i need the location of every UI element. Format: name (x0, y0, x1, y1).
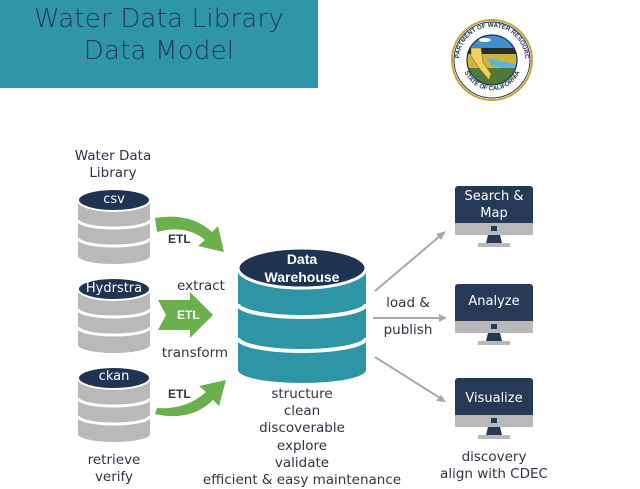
monitor-label-line2: Map (480, 206, 508, 221)
monitor-analyze: Analyze (454, 283, 534, 347)
etl-arrow-bottom (155, 380, 226, 417)
db-ckan (76, 366, 152, 442)
load-label-line1: load & (386, 295, 430, 311)
warehouse-note-validate: validate (274, 455, 330, 471)
warehouse-note-explore: explore (276, 438, 328, 454)
warehouse-note-clean: clean (283, 403, 321, 419)
sources-note-retrieve: retrieve (87, 452, 141, 468)
load-label-line2: publish (383, 322, 433, 338)
warehouse-note-maintenance: efficient & easy maintenance (202, 472, 402, 488)
db-label-hydrstra: Hydrstra (85, 281, 143, 296)
sources-heading: Water Data Library (74, 148, 152, 181)
etl-label-middle: ETL (177, 308, 200, 322)
etl-arrow-middle (158, 292, 213, 338)
monitor-visualize: Visualize (454, 377, 534, 441)
monitor-search-map: Search & Map (454, 185, 534, 249)
warehouse-note-discoverable: discoverable (259, 420, 345, 436)
connector-arrowhead-search (436, 231, 446, 240)
etl-arrow-top (155, 216, 224, 252)
monitor-icon (455, 284, 533, 345)
etl-transform-label: transform (161, 345, 229, 361)
db-csv (76, 188, 152, 264)
monitor-icon (455, 378, 533, 439)
connector-to-search (374, 235, 441, 292)
data-warehouse-db (236, 246, 368, 383)
monitor-label-line1: Analyze (468, 294, 520, 309)
title-line-2: Data Model (83, 36, 235, 66)
outputs-note-align-cdec: align with CDEC (440, 466, 548, 482)
title-line-1: Water Data Library (34, 4, 284, 34)
monitor-label-line1: Search & (464, 189, 524, 204)
warehouse-label-line1: Data (286, 251, 318, 267)
outputs-note-discovery: discovery (461, 449, 527, 465)
db-label-ckan: ckan (98, 369, 130, 384)
warehouse-label-line2: Warehouse (264, 269, 340, 285)
monitor-label-line1: Visualize (465, 391, 523, 406)
connector-arrowhead-analyze (439, 314, 447, 322)
connector-arrowhead-visualize (436, 395, 446, 402)
etl-label-top: ETL (168, 232, 191, 246)
db-hydrstra (76, 277, 152, 353)
connector-to-visualize (374, 356, 441, 399)
db-label-csv: csv (103, 192, 125, 207)
etl-extract-label: extract (177, 278, 225, 294)
etl-label-bottom: ETL (168, 387, 191, 401)
title-banner: Water Data Library Data Model (0, 0, 318, 88)
warehouse-note-structure: structure (271, 386, 333, 402)
sources-note-verify: verify (94, 469, 134, 485)
monitor-icon (455, 186, 533, 247)
dwr-seal-logo: DEPARTMENT OF WATER RESOURCES STATE OF C… (447, 18, 533, 101)
